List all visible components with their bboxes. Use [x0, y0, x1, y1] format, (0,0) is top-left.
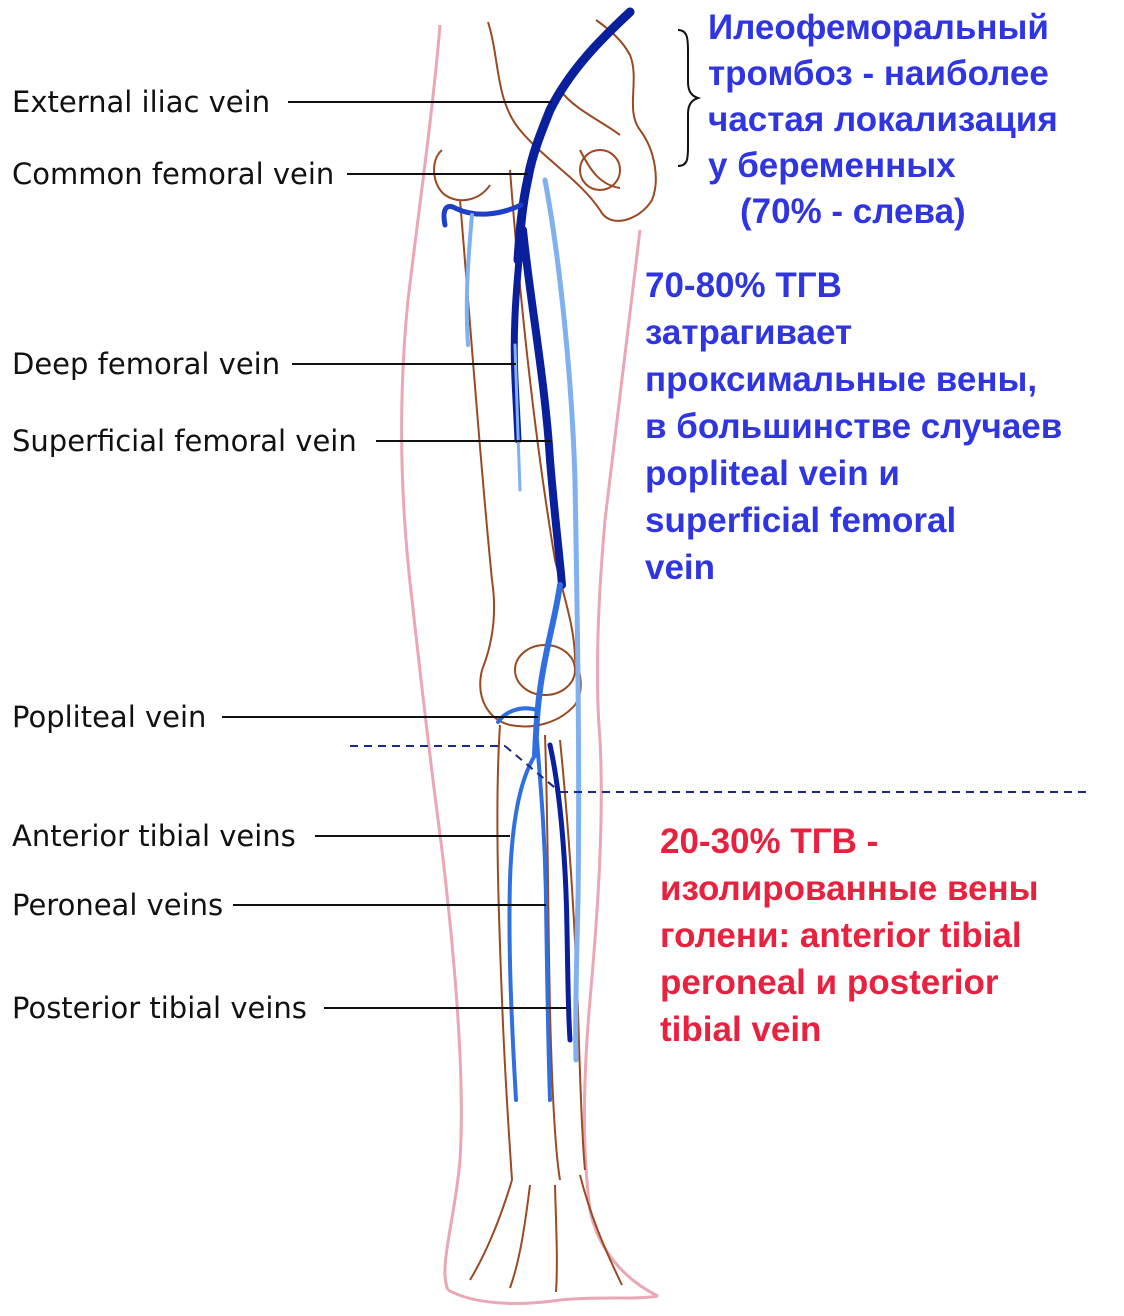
- iliofemoral-bracket: [678, 30, 698, 166]
- obturator-foramen: [580, 150, 620, 190]
- note-iliofemoral-line: (70% - слева): [708, 189, 1058, 235]
- anterior-tibial-vein-path: [509, 755, 535, 1100]
- note-proximal-line: vein: [645, 544, 1062, 591]
- note-distal-line: изолированные вены: [660, 865, 1039, 912]
- label-popliteal-vein: Popliteal vein: [12, 703, 206, 732]
- femur-head: [434, 150, 490, 200]
- note-distal-line: 20-30% ТГВ -: [660, 818, 1039, 865]
- label-superficial-femoral-vein: Superficial femoral vein: [12, 427, 357, 456]
- label-deep-femoral-vein: Deep femoral vein: [12, 350, 280, 379]
- proximal-distal-boundary: [350, 746, 1090, 792]
- posterior-tibial-vein-path: [550, 745, 570, 1040]
- pelvis-inner-bone: [560, 90, 620, 188]
- pelvis-bone: [488, 20, 656, 221]
- note-iliofemoral-thrombosis: Илеофеморальный тромбоз - наиболее часта…: [708, 5, 1058, 235]
- note-iliofemoral-line: у беременных: [708, 143, 1058, 189]
- note-distal-line: tibial vein: [660, 1006, 1039, 1053]
- skin-outer-contour: [402, 25, 462, 1290]
- label-external-iliac-vein: External iliac vein: [12, 88, 270, 117]
- note-proximal-line: superficial femoral: [645, 497, 1062, 544]
- label-posterior-tibial-veins: Posterior tibial veins: [12, 994, 307, 1023]
- label-common-femoral-vein: Common femoral vein: [12, 160, 334, 189]
- note-proximal-line: popliteal vein и: [645, 450, 1062, 497]
- note-iliofemoral-line: частая локализация: [708, 97, 1058, 143]
- note-distal-line: голени: anterior tibial: [660, 912, 1039, 959]
- note-proximal-line: 70-80% ТГВ: [645, 262, 1062, 309]
- note-proximal-line: затрагивает: [645, 309, 1062, 356]
- superficial-femoral-vein-path: [523, 230, 562, 585]
- circumflex-vein: [444, 205, 521, 225]
- label-peroneal-veins: Peroneal veins: [12, 891, 223, 920]
- femur-shaft-left: [460, 200, 494, 670]
- note-distal-line: peroneal и posterior: [660, 959, 1039, 1006]
- peroneal-vein-path: [537, 740, 550, 1100]
- note-proximal-dvt: 70-80% ТГВ затрагивает проксимальные вен…: [645, 262, 1062, 591]
- note-distal-dvt: 20-30% ТГВ - изолированные вены голени: …: [660, 818, 1039, 1053]
- skin-foot-contour: [448, 1290, 658, 1303]
- note-proximal-line: в большинстве случаев: [645, 403, 1062, 450]
- note-iliofemoral-line: Илеофеморальный: [708, 5, 1058, 51]
- note-iliofemoral-line: тромбоз - наиболее: [708, 51, 1058, 97]
- foot-bones: [470, 1175, 622, 1292]
- fibula: [560, 740, 585, 1170]
- popliteal-branch-vein: [498, 708, 537, 722]
- label-anterior-tibial-veins: Anterior tibial veins: [12, 822, 296, 851]
- popliteal-vein-path: [535, 585, 560, 755]
- note-proximal-line: проксимальные вены,: [645, 356, 1062, 403]
- leg-skin-outline: [402, 25, 658, 1303]
